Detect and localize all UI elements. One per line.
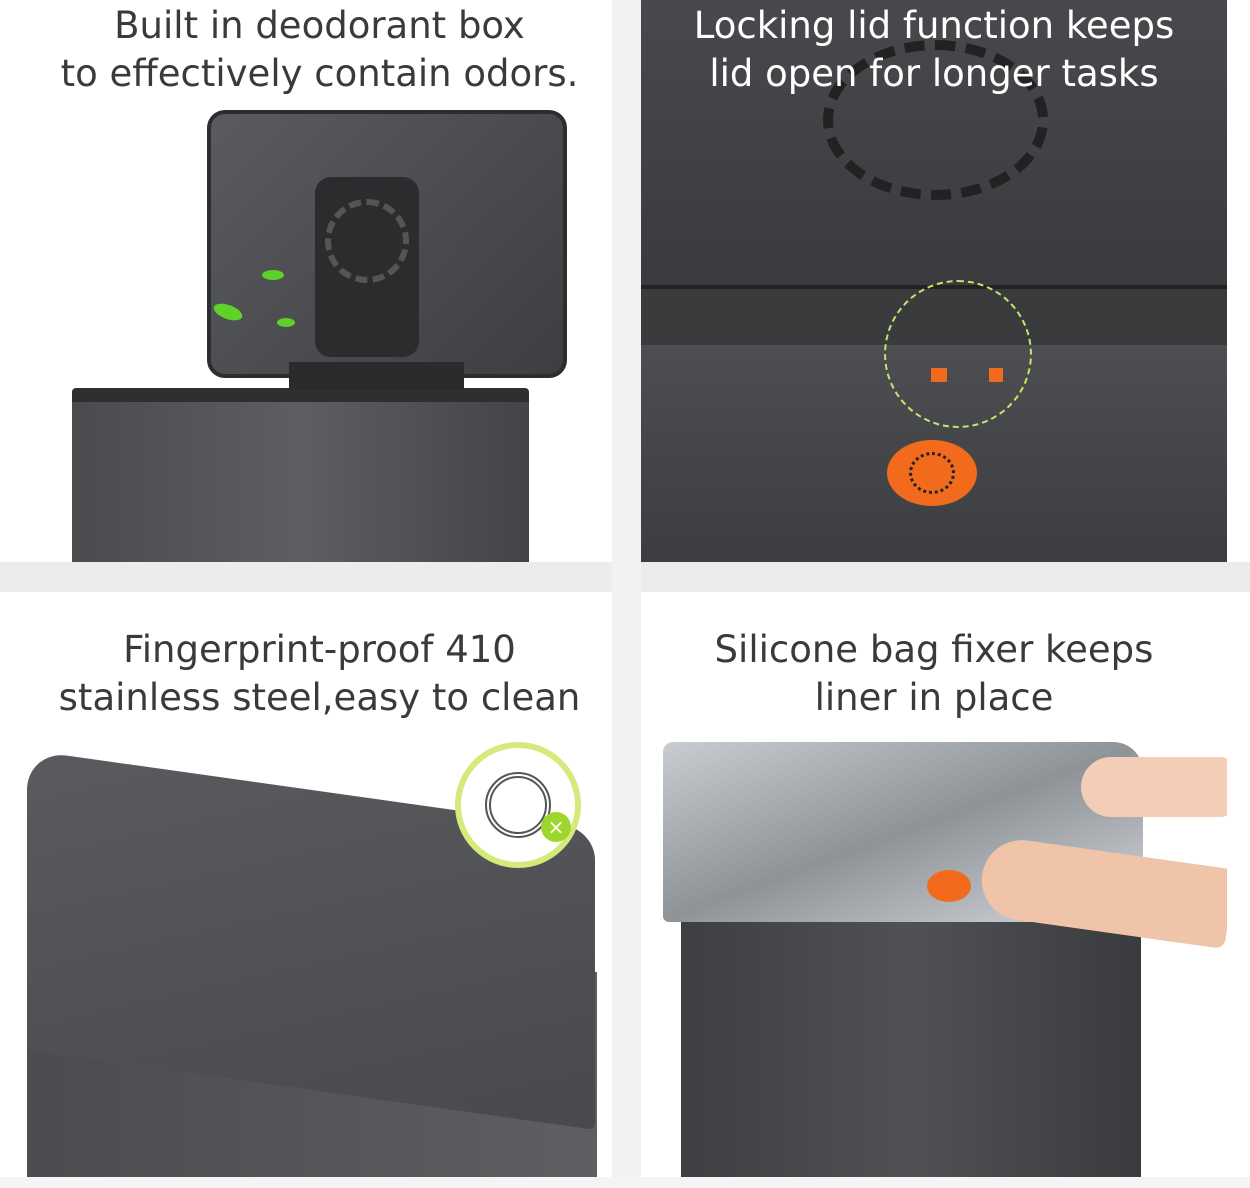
panel-fingerprint-proof: Fingerprint-proof 410 stainless steel,ea… <box>27 592 612 1177</box>
hinge <box>289 362 464 390</box>
panel-deodorant-box: Built in deodorant box to effectively co… <box>27 0 612 562</box>
caption-line: Locking lid function keeps <box>693 4 1175 47</box>
deodorant-box-icon <box>823 40 1048 200</box>
lock-clip <box>931 368 947 382</box>
bag-fixer-icon <box>887 440 977 506</box>
bag-fixer-icon <box>927 870 971 902</box>
panel-locking-lid: Locking lid function keeps lid open for … <box>641 0 1227 562</box>
lock-highlight-circle <box>884 280 1032 428</box>
panel-caption: Built in deodorant box to effectively co… <box>27 2 612 98</box>
divider-bottom <box>0 1177 1250 1188</box>
deodorant-box-icon <box>315 177 419 357</box>
panel-caption: Locking lid function keeps lid open for … <box>641 2 1227 98</box>
caption-line: Built in deodorant box <box>114 4 525 47</box>
bin-body <box>72 398 529 562</box>
green-leaf-icon <box>277 318 295 327</box>
panel-bag-fixer: Silicone bag fixer keeps liner in place <box>641 592 1227 1177</box>
caption-line: Silicone bag fixer keeps <box>714 628 1154 671</box>
bin-body <box>681 892 1141 1177</box>
caption-line: Fingerprint-proof 410 <box>123 628 516 671</box>
divider-vertical <box>612 0 641 1188</box>
lock-clip <box>989 368 1003 382</box>
panel-caption: Fingerprint-proof 410 stainless steel,ea… <box>27 626 612 722</box>
caption-line: stainless steel,easy to clean <box>58 676 581 719</box>
bin-rim <box>72 388 529 402</box>
caption-line: liner in place <box>814 676 1054 719</box>
green-leaf-icon <box>262 270 284 280</box>
panel-caption: Silicone bag fixer keeps liner in place <box>641 626 1227 722</box>
caption-line: to effectively contain odors. <box>60 52 579 95</box>
hand <box>1081 757 1227 817</box>
fingerprint-icon: × <box>455 742 581 868</box>
caption-line: lid open for longer tasks <box>709 52 1159 95</box>
